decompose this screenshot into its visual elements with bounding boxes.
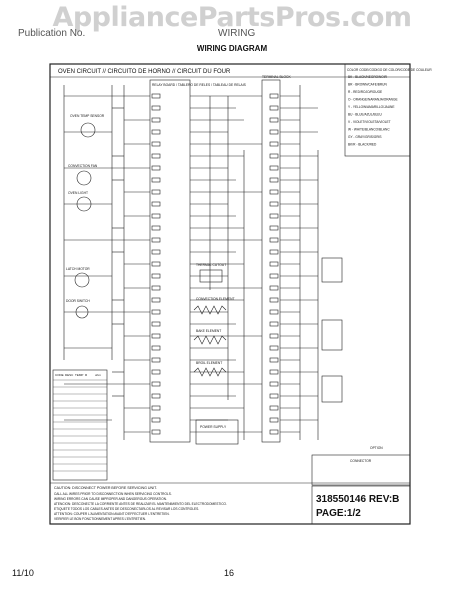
convection-element <box>193 305 227 315</box>
code-table <box>52 369 108 481</box>
caution-line: ATENCION: DESCONECTE LA CORRIENTE ANTES … <box>54 502 227 506</box>
label-fan: CONVECTION FAN <box>68 164 98 168</box>
table-header-cell: ohm <box>95 373 101 377</box>
caution-line: ATTENTION: COUPER L'ALIMENTATION AVANT D… <box>54 512 170 516</box>
part-number-box <box>311 485 411 525</box>
caution-title: CAUTION: DISCONNECT POWER BEFORE SERVICI… <box>54 486 157 490</box>
label-thermal: THERMAL CUTOUT <box>196 263 226 267</box>
door-switch <box>75 305 89 319</box>
table-header-cell: DESC <box>65 373 74 377</box>
header-left: Publication No. <box>18 28 86 39</box>
color-code-entry: W - WHITE/BLANCO/BLANC <box>348 128 390 132</box>
broil-element <box>193 367 227 377</box>
label-light: OVEN LIGHT <box>68 191 88 195</box>
right-switch-group-1 <box>321 257 343 283</box>
oven-light <box>76 196 92 212</box>
table-header-cell: R <box>85 373 88 377</box>
color-code-entry: O - ORANGE/NARANJA/ORANGE <box>348 98 398 102</box>
color-code-entry: BK - BLACK/NEGRO/NOIR <box>348 75 388 79</box>
footer-page-number: 16 <box>224 568 235 578</box>
label-door-switch: DOOR SWITCH <box>66 299 90 303</box>
page-title: WIRING DIAGRAM <box>196 44 268 53</box>
thermal-cutout <box>199 269 223 283</box>
terminal-block <box>261 79 281 443</box>
watermark: AppliancePartsPros.com <box>52 2 412 33</box>
right-switch-group-2 <box>321 319 343 351</box>
label-temp-sensor: OVEN TEMP SENSOR <box>70 114 105 118</box>
temp-sensor <box>80 122 96 138</box>
bake-element <box>193 335 227 345</box>
color-code-entry: BK/R - BLACK/RED <box>348 143 377 147</box>
color-code-entry: GY - GRAY/GRIS/GRIS <box>348 135 382 139</box>
color-code-entry: BR - BROWN/CAFE/BRUN <box>348 83 387 87</box>
caution-line: VERIFIER LE BON FONCTIONNEMENT APRES L'E… <box>54 517 146 521</box>
label-connector: CONNECTOR <box>350 459 372 463</box>
caution-line: ETIQUETE TODOS LOS CABLES ANTES DE DESCO… <box>54 507 199 511</box>
label-latch: LATCH MOTOR <box>66 267 90 271</box>
diagram-page: PAGE:1/2 <box>316 508 361 519</box>
color-code-title: COLOR CODE/CODIGO DE COLOR/CODE DE COULE… <box>347 68 432 72</box>
part-number: 318550146 REV:B <box>316 494 399 505</box>
color-code-entry: V - VIOLET/VIOLETA/VIOLET <box>348 120 391 124</box>
color-code-box <box>344 63 411 157</box>
color-code-entry: Y - YELLOW/AMARILLO/JAUNE <box>348 105 394 109</box>
header-right: WIRING <box>218 28 256 39</box>
relay-board-label: RELAY BOARD / TABLERO DE RELES / TABLEAU… <box>152 83 247 87</box>
connector-box <box>311 454 411 486</box>
terminal-block-label: TERMINAL BLOCK <box>262 75 291 79</box>
footer-date: 11/10 <box>12 568 34 578</box>
table-header-cell: CODE <box>55 373 64 377</box>
latch-motor <box>74 272 90 288</box>
color-code-entry: BU - BLUE/AZUL/BLEU <box>348 113 383 117</box>
power-supply <box>195 419 239 445</box>
label-power: POWER SUPPLY <box>200 425 227 429</box>
right-switch-group-3 <box>321 375 343 403</box>
caution-line: CALL ALL WIRES PRIOR TO DISCONNECTION WH… <box>54 492 172 496</box>
label-convection: CONVECTION ELEMENT <box>196 297 234 301</box>
diagram-heading: OVEN CIRCUIT // CIRCUITO DE HORNO // CIR… <box>58 69 231 75</box>
diagram-frame <box>49 63 411 525</box>
relay-board <box>149 79 191 443</box>
convection-fan <box>76 170 92 186</box>
table-header-cell: TEMP <box>75 373 83 377</box>
caution-line: WIRING ERRORS CAN CAUSE IMPROPER AND DAN… <box>54 497 167 501</box>
label-option: OPTION <box>370 446 383 450</box>
label-bake: BAKE ELEMENT <box>196 329 221 333</box>
label-broil: BROIL ELEMENT <box>196 361 222 365</box>
color-code-entry: R - RED/ROJO/ROUGE <box>348 90 382 94</box>
